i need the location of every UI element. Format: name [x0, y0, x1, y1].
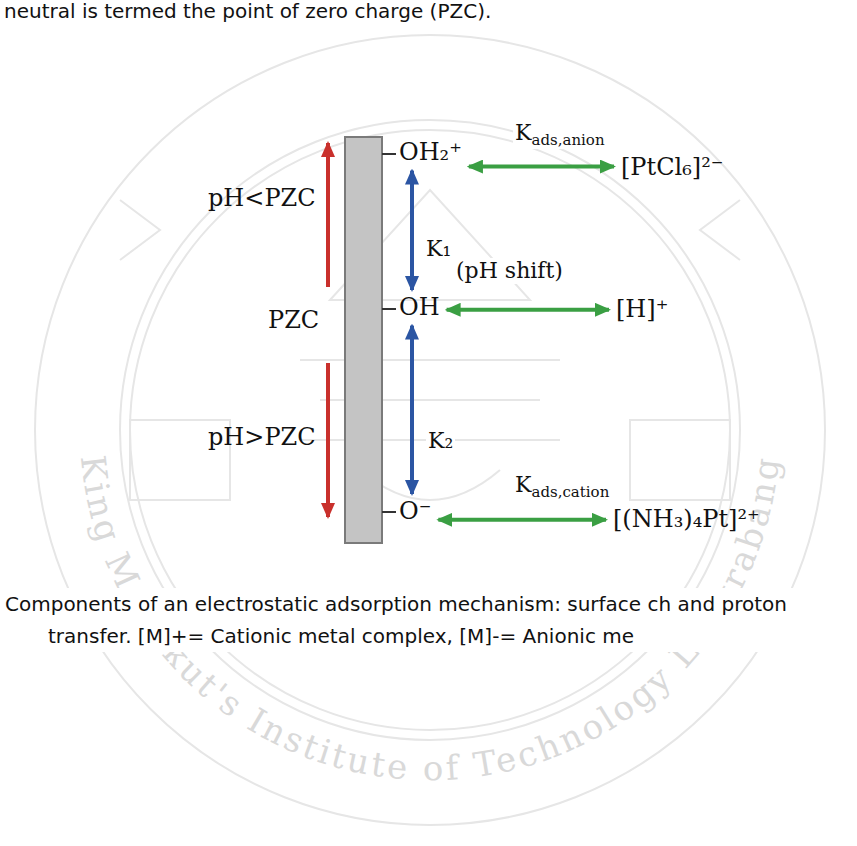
metal-complex: [(NH₃)₄Pt]²⁺: [610, 504, 763, 536]
species-text: [(NH₃)₄Pt]²⁺: [613, 506, 760, 534]
rate-constant-label: K₁: [424, 236, 453, 262]
equilibrium-arrow: [410, 171, 414, 290]
support-surface: [345, 137, 382, 543]
surface-group: OH: [396, 292, 443, 324]
rate-constant-label: (pH shift): [454, 258, 565, 284]
species-text: [PtCl₆]²⁻: [621, 154, 723, 182]
ph-arrow-up: [326, 143, 330, 287]
adsorption-arrow: [438, 518, 606, 522]
species-text: O⁻: [399, 498, 431, 526]
equilibrium-arrow: [410, 326, 414, 494]
rate-constant-label: K₂: [426, 428, 455, 454]
ph-label: pH>PZC: [208, 424, 316, 452]
species-text: OH₂⁺: [399, 139, 462, 167]
surface-group: O⁻: [396, 496, 434, 528]
rate-constant-label: Kads,anion: [513, 120, 607, 149]
proton-species: [H]⁺: [613, 294, 671, 326]
adsorption-arrow: [447, 308, 609, 312]
species-text: OH: [399, 294, 440, 322]
pzc-label: PZC: [268, 307, 319, 335]
surface-bond: [382, 154, 396, 512]
species-text: [H]⁺: [616, 296, 668, 324]
surface-group: OH₂⁺: [396, 137, 465, 169]
watermark-seal: [35, 35, 825, 825]
body-text: neutral is termed the point of zero char…: [4, 0, 491, 23]
metal-complex: [PtCl₆]²⁻: [618, 152, 726, 184]
rate-constant-label: Kads,cation: [513, 472, 611, 501]
ph-arrow-down: [326, 363, 330, 517]
adsorption-arrow: [469, 165, 614, 169]
ph-label: pH<PZC: [208, 185, 316, 213]
figure-caption: Components of an electrostatic adsorptio…: [0, 588, 857, 652]
